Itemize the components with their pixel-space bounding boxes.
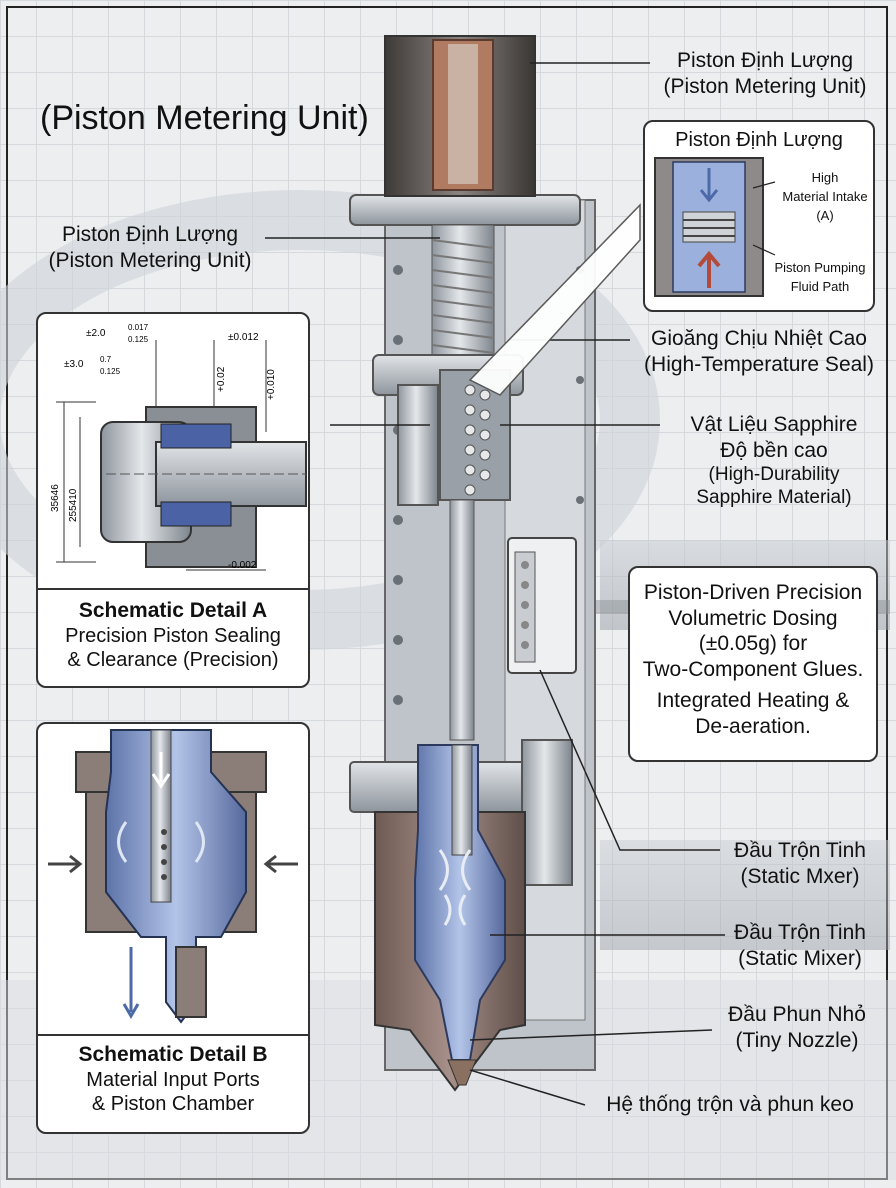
inset-title: Piston Định Lượng — [675, 129, 843, 151]
detail-b-sub-1: Material Input Ports — [86, 1068, 260, 1091]
detail-a-title: Schematic Detail A — [78, 599, 268, 622]
dim-4: +0.02 — [216, 366, 227, 392]
leader-nozzle — [469, 1029, 713, 1041]
dim-5: +0.010 — [266, 369, 277, 400]
nozzle-tip — [447, 1059, 477, 1086]
dim-1: ±2.0 — [86, 328, 106, 339]
callout-mixer-1: Đầu Trộn Tinh (Static Mxer) — [720, 838, 880, 889]
callout-sapphire-vi1: Vật Liệu Sapphire — [690, 413, 858, 436]
callout-top-right-en: (Piston Metering Unit) — [663, 74, 867, 98]
callout-mixer-2-en: (Static Mixer) — [738, 946, 862, 970]
detail-a-box: ±2.0 0.017 0.125 ±3.0 0.7 0.125 ±0.012 +… — [36, 312, 310, 688]
callout-mixer-1-vi: Đầu Trộn Tinh — [734, 839, 866, 862]
callout-sapphire-vi2: Độ bền cao — [720, 438, 828, 462]
inset-pump-2: Fluid Path — [790, 279, 850, 294]
page-title: (Piston Metering Unit) — [40, 99, 369, 137]
detail-a-sub-1: Precision Piston Sealing — [65, 624, 281, 647]
callout-nozzle-vi: Đầu Phun Nhỏ — [728, 1003, 866, 1026]
callout-seal: Gioăng Chịu Nhiệt Cao (High-Temperature … — [630, 326, 888, 377]
detail-b-sub-2: & Piston Chamber — [91, 1093, 255, 1115]
callout-left-mid-vi: Piston Định Lượng — [61, 223, 239, 246]
screw-threads — [431, 239, 495, 369]
input-arrow-left-icon — [48, 854, 83, 874]
piston-rod — [449, 499, 475, 741]
dim-1b: 0.017 — [128, 323, 149, 332]
callout-top-right-vi: Piston Định Lượng — [676, 49, 854, 72]
info-lines: Piston-Driven Precision Volumetric Dosin… — [630, 580, 876, 740]
info-box: Piston-Driven Precision Volumetric Dosin… — [628, 566, 878, 762]
inset-piston-drawing — [654, 157, 776, 297]
callout-nozzle: Đầu Phun Nhỏ (Tiny Nozzle) — [712, 1002, 882, 1053]
detail-b-title: Schematic Detail B — [78, 1043, 268, 1066]
input-arrow-right-icon — [263, 854, 298, 874]
arrow-down-icon — [699, 168, 719, 203]
inset-intake-1: Material Intake — [782, 189, 868, 204]
arrow-up-icon — [697, 250, 721, 288]
dim-3: ±0.012 — [228, 332, 259, 343]
callout-left-mid-en: (Piston Metering Unit) — [48, 248, 252, 272]
callout-mixer-2: Đầu Trộn Tinh (Static Mixer) — [720, 920, 880, 971]
info-line-4: Two-Component Glues. — [642, 657, 864, 681]
detail-a-drawing: ±2.0 0.017 0.125 ±3.0 0.7 0.125 ±0.012 +… — [50, 323, 307, 571]
detail-b-drawing — [48, 729, 298, 1024]
callout-sapphire-en2: Sapphire Material) — [696, 487, 852, 509]
dim-2b: 0.7 — [100, 355, 112, 364]
dim-1c: 0.125 — [128, 335, 149, 344]
info-line-3: (±0.05g) for — [698, 632, 808, 656]
callout-nozzle-en: (Tiny Nozzle) — [735, 1028, 859, 1052]
inset-high: High — [811, 170, 839, 185]
detail-b-box: Schematic Detail B Material Input Ports … — [36, 722, 310, 1134]
arrow-down-icon — [151, 752, 171, 789]
callout-left-mid: Piston Định Lượng (Piston Metering Unit) — [30, 222, 270, 273]
info-line-6: De-aeration. — [695, 715, 811, 739]
leader-mixer1 — [539, 669, 720, 851]
callout-mixer-1-en: (Static Mxer) — [740, 864, 860, 888]
output-arrow-icon — [122, 947, 140, 1019]
info-line-2: Volumetric Dosing — [668, 606, 838, 630]
callout-seal-en: (High-Temperature Seal) — [644, 352, 874, 376]
detail-b-caption: Schematic Detail B Material Input Ports … — [38, 1042, 308, 1116]
dim-2c: 0.125 — [100, 367, 121, 376]
dim-6: 35646 — [50, 484, 61, 512]
dim-8: -0.002 — [228, 560, 257, 571]
detail-a-caption: Schematic Detail A Precision Piston Seal… — [38, 598, 308, 672]
inset-piston-box: Piston Định Lượng High Material Intake (… — [643, 120, 875, 312]
callout-top-right: Piston Định Lượng (Piston Metering Unit) — [640, 48, 890, 99]
callout-system: Hệ thống trộn và phun keo — [606, 1093, 854, 1116]
callout-seal-vi: Gioăng Chịu Nhiệt Cao — [651, 327, 867, 350]
callout-sapphire-en1: (High-Durability — [708, 464, 840, 486]
inset-pump-1: Piston Pumping — [774, 260, 866, 275]
inset-pointer — [468, 203, 641, 396]
info-line-1: Piston-Driven Precision — [643, 581, 863, 604]
ball-bearings — [464, 384, 491, 496]
mounting-holes — [393, 265, 584, 705]
inset-intake-2: (A) — [816, 208, 834, 223]
dim-2: ±3.0 — [64, 359, 84, 370]
detail-a-sub-2: & Clearance (Precision) — [67, 649, 279, 671]
callout-sapphire: Vật Liệu Sapphire Độ bền cao (High-Durab… — [660, 412, 888, 510]
leader-system — [469, 1069, 586, 1106]
callout-mixer-2-vi: Đầu Trộn Tinh — [734, 921, 866, 944]
info-line-5: Integrated Heating & — [656, 689, 850, 713]
dim-7: 255410 — [68, 488, 79, 522]
